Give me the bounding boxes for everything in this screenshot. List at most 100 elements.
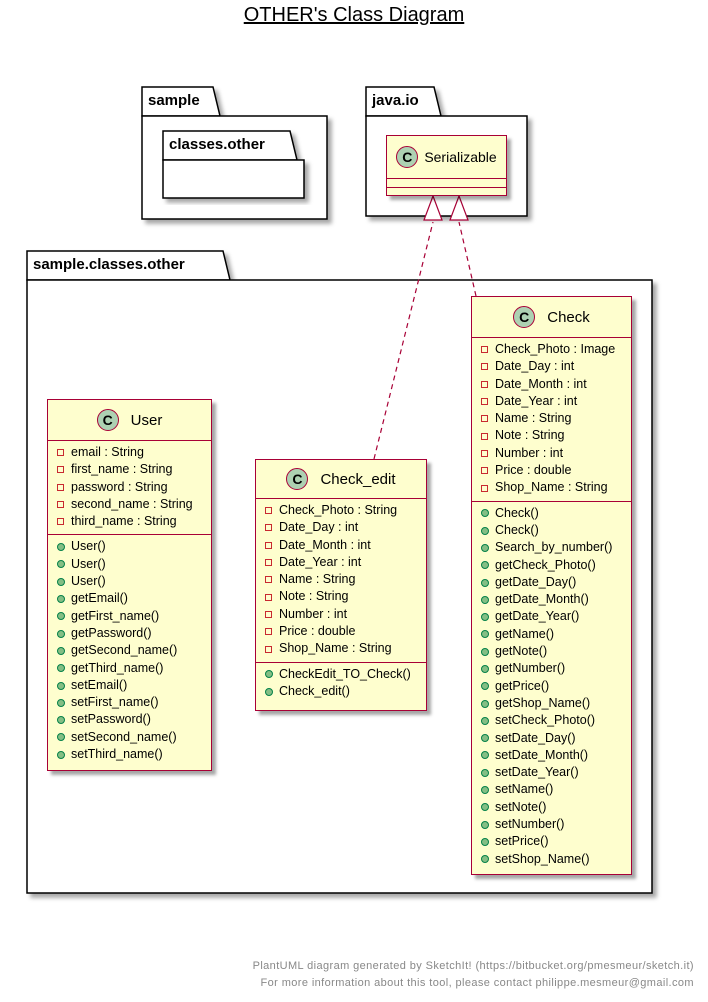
method-text: setNote() [495,799,547,814]
class-stereotype-icon: C [396,146,419,168]
method-text: setPrice() [495,834,549,849]
class-method: setEmail() [48,677,211,694]
class-method: Search_by_number() [472,539,631,556]
method-text: User() [71,539,106,554]
method-text: setDate_Month() [495,747,589,762]
public-visibility-icon [481,699,489,708]
private-visibility-icon [265,507,272,515]
class-field: Name : String [256,571,426,588]
class-check-header: C Check [472,297,631,338]
private-visibility-icon [265,593,272,601]
public-visibility-icon [57,646,65,655]
method-text: setCheck_Photo() [495,713,596,728]
private-visibility-icon [481,363,488,371]
class-method: User() [48,538,211,555]
field-text: Check_Photo : String [279,503,398,517]
public-visibility-icon [481,751,489,760]
method-text: getCheck_Photo() [495,557,596,572]
private-visibility-icon [57,466,64,474]
class-method: CheckEdit_TO_Check() [256,666,426,683]
private-visibility-icon [265,628,272,636]
public-visibility-icon [57,681,65,690]
class-method: setThird_name() [48,746,211,763]
class-check-edit-header: C Check_edit [256,460,426,499]
public-visibility-icon [57,716,65,725]
field-text: Date_Year : int [279,554,362,569]
class-method: User() [48,573,211,590]
class-method: User() [48,556,211,573]
private-visibility-icon [265,541,272,549]
class-method: getPrice() [472,678,631,695]
private-visibility-icon [481,432,488,440]
class-field: Number : int [472,445,631,462]
field-text: Price : double [279,624,356,639]
method-text: getEmail() [71,591,128,606]
public-visibility-icon [481,509,489,518]
class-field: second_name : String [48,496,211,513]
class-field: Date_Day : int [256,519,426,536]
private-visibility-icon [57,483,64,491]
footer-contact-line: For more information about this tool, pl… [260,977,694,989]
method-text: Check() [495,522,539,537]
method-text: Check_edit() [279,683,350,698]
method-text: getNumber() [495,661,566,676]
field-text: Note : String [495,428,565,443]
public-visibility-icon [481,820,489,829]
public-visibility-icon [481,837,489,846]
class-check-name: Check [547,308,590,326]
private-visibility-icon [265,559,272,567]
method-text: getFirst_name() [71,608,160,623]
field-text: first_name : String [71,462,173,477]
method-text: Check() [495,505,539,520]
method-text: setName() [495,782,554,797]
class-check-methods: Check() Check() Search_by_number()getCheck… [472,502,631,872]
class-field: Shop_Name : String [256,640,426,657]
method-text: getPrice() [495,678,550,693]
class-method: getNumber() [472,660,631,677]
class-field: email : String [48,444,211,461]
class-field: Shop_Name : String [472,479,631,496]
public-visibility-icon [265,670,273,679]
field-text: Name : String [279,572,356,587]
method-text: getThird_name() [71,660,164,675]
private-visibility-icon [57,449,64,457]
package-sample-classes-other-label: sample.classes.other [33,256,185,273]
class-user-methods: User()User()User()getEmail()getFirst_nam… [48,535,211,767]
package-java-io-label: java.io [372,92,419,109]
diagram-title: OTHER's Class Diagram [243,4,465,26]
class-field: Date_Month : int [472,376,631,393]
class-serializable: C Serializable [386,135,507,196]
private-visibility-icon [265,576,272,584]
method-text: setDate_Day() [495,730,576,745]
class-method: getShop_Name() [472,695,631,712]
private-visibility-icon [57,518,64,526]
field-text: Date_Day : int [279,520,359,535]
method-text: setThird_name() [71,747,163,762]
method-text: getPassword() [71,625,152,640]
public-visibility-icon [481,803,489,812]
class-method: setDate_Month() [472,747,631,764]
field-text: Shop_Name : String [495,480,608,495]
class-method: getDate_Month() [472,591,631,608]
private-visibility-icon [265,645,272,653]
class-method: setDate_Day() [472,730,631,747]
class-method: setCheck_Photo() [472,712,631,729]
class-method: getPassword() [48,625,211,642]
class-field: Note : String [256,588,426,605]
class-stereotype-icon: C [286,468,309,490]
class-method: getDate_Year() [472,608,631,625]
field-text: Note : String [279,589,349,604]
private-visibility-icon [481,380,488,388]
public-visibility-icon [481,647,489,656]
class-method: getNote() [472,643,631,660]
public-visibility-icon [57,733,65,742]
field-text: Date_Day : int [495,359,575,374]
public-visibility-icon [265,687,273,696]
footer-generator-line: PlantUML diagram generated by SketchIt! … [252,960,694,972]
public-visibility-icon [57,698,65,707]
class-method: setShop_Name() [472,851,631,868]
field-text: Date_Month : int [279,537,371,552]
field-text: second_name : String [71,496,193,511]
